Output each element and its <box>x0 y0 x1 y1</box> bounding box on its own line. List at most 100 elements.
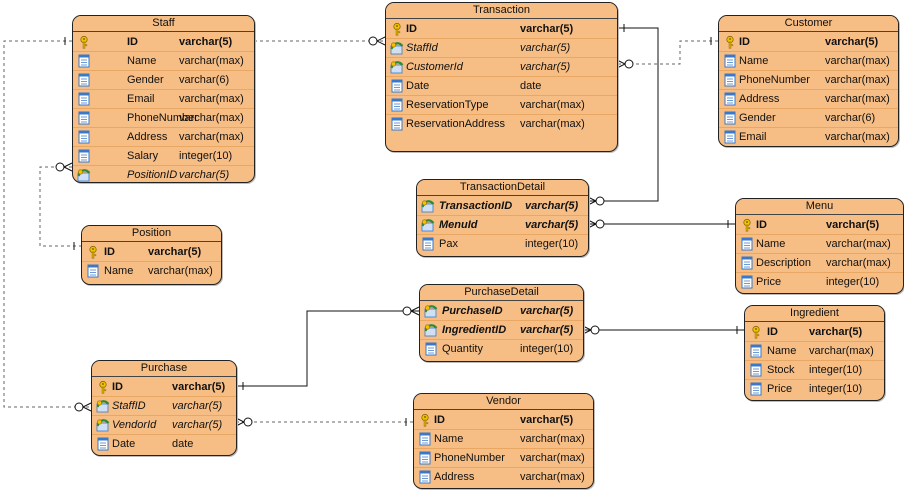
column-name: Date <box>406 80 430 92</box>
entity-title: Purchase <box>92 361 236 377</box>
foreign-key-icon <box>421 200 435 213</box>
key-icon <box>421 413 429 427</box>
column-type: varchar(max) <box>520 452 585 464</box>
connector-customer-transaction[interactable] <box>617 40 718 65</box>
column-row[interactable]: ID varchar(5) <box>414 411 593 430</box>
optional-marker <box>243 417 253 427</box>
column-name: ID <box>104 246 115 258</box>
column-icon <box>741 237 753 251</box>
column-type: varchar(max) <box>520 99 585 111</box>
column-type: varchar(5) <box>525 219 579 231</box>
column-type: varchar(5) <box>520 414 574 426</box>
column-row[interactable]: ID varchar(5) <box>82 243 221 262</box>
column-icon <box>97 437 109 451</box>
column-name: Quantity <box>442 343 483 355</box>
column-icon <box>741 275 753 289</box>
column-name: IngredientID <box>442 324 507 336</box>
connector-purchase-purchasedetail[interactable] <box>236 310 419 387</box>
column-type: varchar(max) <box>826 238 891 250</box>
foreign-key-icon <box>77 169 91 182</box>
column-row[interactable]: ReservationType varchar(max) <box>386 96 617 115</box>
optional-marker <box>74 402 84 412</box>
column-name: ReservationType <box>406 99 489 111</box>
column-row[interactable]: Gender varchar(6) <box>719 109 898 128</box>
column-name: ID <box>434 414 445 426</box>
column-type: varchar(5) <box>148 246 202 258</box>
column-icon <box>419 451 431 465</box>
column-name: Description <box>756 257 812 269</box>
column-type: varchar(max) <box>520 118 585 130</box>
column-icon <box>419 470 431 484</box>
column-type: varchar(6) <box>825 112 876 124</box>
column-type: varchar(max) <box>825 131 890 143</box>
column-icon <box>741 256 753 270</box>
column-type: varchar(5) <box>520 61 571 73</box>
optional-marker <box>595 219 605 229</box>
column-name: ID <box>767 326 778 338</box>
key-icon <box>393 22 401 36</box>
foreign-key-icon <box>421 219 435 232</box>
column-type: varchar(max) <box>809 345 874 357</box>
column-name: Name <box>434 433 464 445</box>
column-name: ID <box>406 23 417 35</box>
column-icon <box>391 98 403 112</box>
column-name: Gender <box>739 112 776 124</box>
connector-transaction-transactiondetail[interactable] <box>588 27 659 202</box>
key-icon <box>752 325 760 339</box>
entity-title: Menu <box>736 199 903 215</box>
foreign-key-icon <box>424 305 438 318</box>
